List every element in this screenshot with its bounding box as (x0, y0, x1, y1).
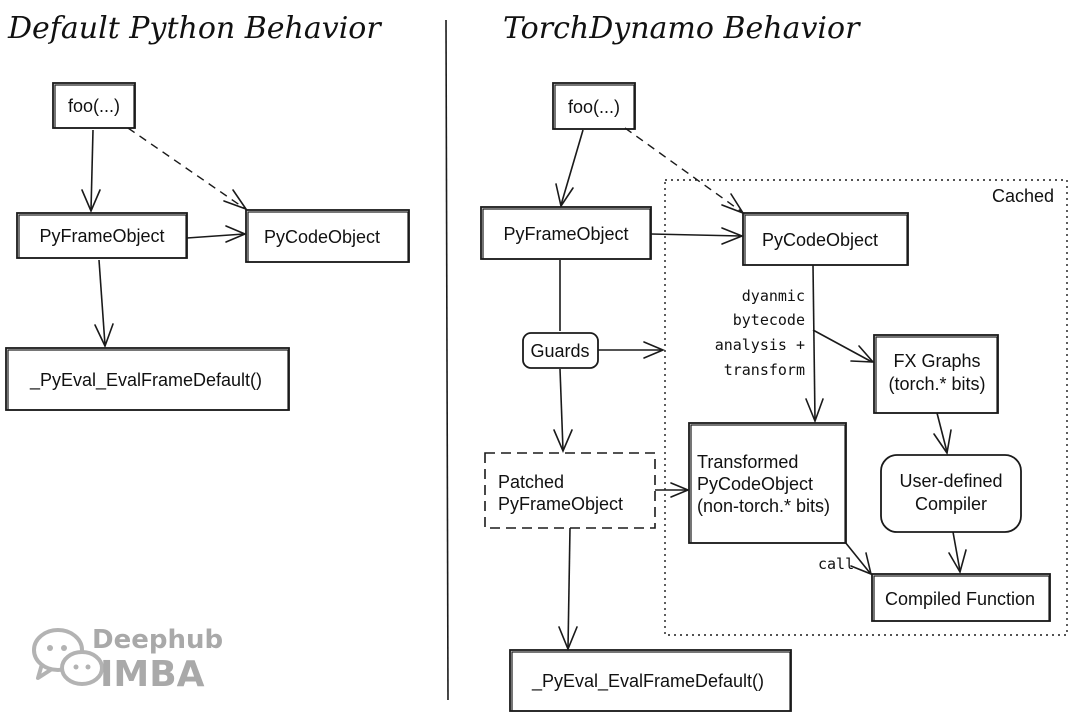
analysis-annotation: dyanmic bytecode analysis + transform (715, 287, 805, 379)
cached-region: Cached (664, 179, 1068, 636)
patched-label-line2: PyFrameObject (498, 494, 623, 514)
user-compiler-line2: Compiler (915, 494, 987, 514)
left-pycodeobject-label: PyCodeObject (264, 227, 380, 247)
watermark-line2: IMBA (100, 654, 205, 695)
watermark-line1: Deephub (92, 625, 223, 655)
analysis-line-4: transform (724, 361, 805, 379)
analysis-line-3: analysis + (715, 336, 805, 354)
call-label: call (818, 555, 854, 573)
left-pyframeobject-label: PyFrameObject (39, 226, 164, 246)
fx-graphs-line1: FX Graphs (893, 351, 980, 371)
transformed-line2: PyCodeObject (697, 474, 813, 494)
cached-label: Cached (992, 186, 1054, 206)
left-pyframeobject-node: PyFrameObject (16, 212, 188, 259)
patched-frame-node: Patched PyFrameObject (484, 452, 656, 529)
guards-node: Guards (522, 332, 599, 369)
patched-label-line1: Patched (498, 472, 564, 492)
chat-bubbles-icon (32, 628, 104, 686)
right-evalframe-label: _PyEval_EvalFrameDefault() (531, 671, 764, 692)
user-compiler-node: User-defined Compiler (880, 454, 1022, 533)
user-compiler-line1: User-defined (899, 471, 1002, 491)
left-evalframe-label: _PyEval_EvalFrameDefault() (29, 370, 262, 391)
right-pyframeobject-label: PyFrameObject (503, 224, 628, 244)
guards-label: Guards (530, 341, 589, 361)
right-pyframeobject-node: PyFrameObject (480, 206, 652, 260)
left-pycodeobject-node: PyCodeObject (245, 209, 410, 263)
fx-graphs-node: FX Graphs (torch.* bits) (873, 334, 999, 414)
left-foo-node: foo(...) (52, 82, 136, 129)
transformed-node: Transformed PyCodeObject (non-torch.* bi… (688, 422, 847, 544)
transformed-line1: Transformed (697, 452, 798, 472)
right-foo-node: foo(...) (552, 82, 636, 130)
compiled-function-node: Compiled Function (871, 573, 1051, 622)
divider-line (445, 19, 449, 701)
analysis-line-2: bytecode (733, 311, 805, 329)
right-pycodeobject-label: PyCodeObject (762, 230, 878, 250)
left-edges (81, 127, 249, 349)
transformed-line3: (non-torch.* bits) (697, 496, 830, 516)
left-foo-label: foo(...) (68, 96, 120, 116)
compiled-function-label: Compiled Function (885, 589, 1035, 609)
analysis-line-1: dyanmic (742, 287, 805, 305)
fx-graphs-line2: (torch.* bits) (888, 374, 985, 394)
right-edges (553, 127, 967, 652)
left-evalframe-node: _PyEval_EvalFrameDefault() (5, 347, 290, 411)
title-default-python: Default Python Behavior (7, 11, 382, 46)
right-evalframe-node: _PyEval_EvalFrameDefault() (509, 649, 792, 712)
right-pycodeobject-node: PyCodeObject (742, 212, 909, 266)
right-foo-label: foo(...) (568, 97, 620, 117)
title-torchdynamo: TorchDynamo Behavior (503, 11, 861, 46)
watermark: Deephub IMBA (32, 625, 223, 695)
